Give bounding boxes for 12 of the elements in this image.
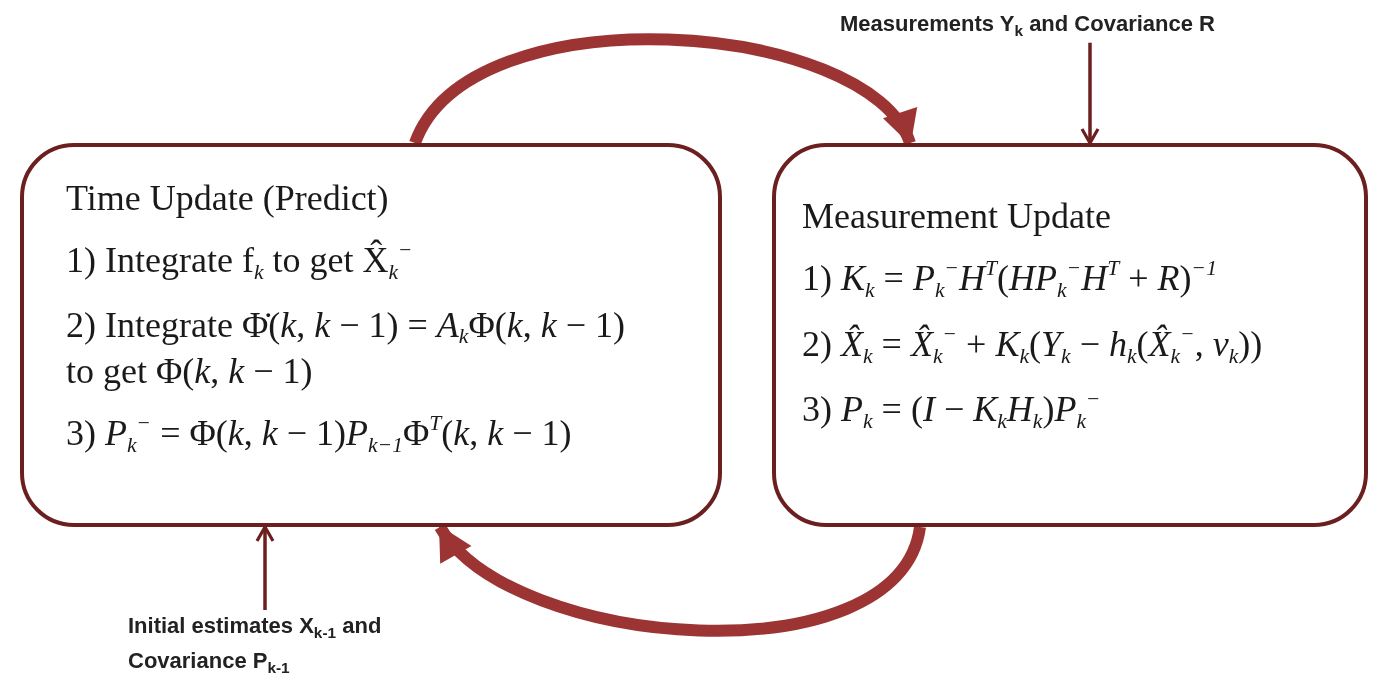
input-label: Initial estimates X$_{k-1}$ and Covariance P$_{k-1}$ <box>128 612 383 679</box>
input-label: Measurements Y$_{k}$ and Covariance R <box>840 10 1216 42</box>
arrow <box>1080 42 1100 145</box>
process-box <box>20 143 722 527</box>
box-heading: Measurement Update <box>802 195 1112 238</box>
arrow <box>255 525 275 610</box>
formula-step: 2) Integrate Φ̇(k, k − 1) = A$_{k}$Φ(k, k − 1) to get Φ(k, k − 1) <box>66 303 656 394</box>
formula-step: 3) P$_{k}$$^{−}$ = Φ(k, k− 1)P$_{k−1}$Φ$^{T}$(k, k− 1) <box>66 411 656 459</box>
process-box <box>772 143 1368 527</box>
formula-step: 1) K$_{k}$ = P$_{k}$$^{−}$H$^{T}$(HP$_{k}$$^{−}$H$^{T}$ + R)$^{−1}$ <box>802 256 1356 304</box>
box-heading: Time Update (Predict) <box>66 177 390 220</box>
formula-step: 2) X̂$_{k}$ = X̂$_{k}$$^{−}$ + K$_{k}$(Y$_{k}$ − h$_{k}$(X̂$_{k}$$^{−}$, v$_{k}$)) <box>802 321 1356 370</box>
